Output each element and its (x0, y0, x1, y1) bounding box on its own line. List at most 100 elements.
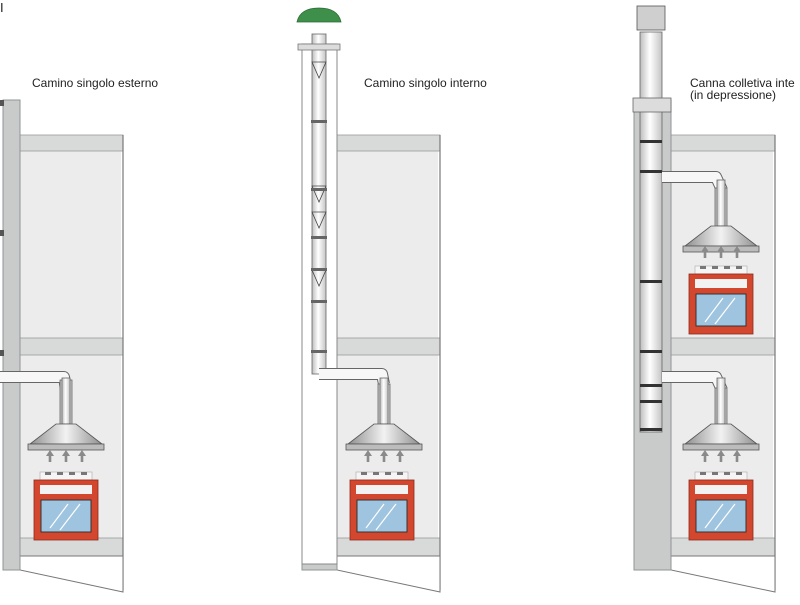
floor-slab (336, 134, 441, 152)
pipe-joint (640, 400, 662, 403)
glass-glare (704, 297, 724, 323)
section-cut (670, 555, 776, 593)
burner-icon (712, 266, 718, 269)
arrow-up-icon (380, 450, 388, 456)
arrow-stem (48, 456, 52, 462)
arrow-up-icon (46, 450, 54, 456)
wall-bracket (0, 100, 4, 106)
arrow-up-icon (701, 450, 709, 456)
pipe-joint (640, 350, 662, 353)
arrow-stem (382, 456, 386, 462)
burner-icon (712, 472, 718, 475)
burner-icon (736, 472, 742, 475)
glass-glare (375, 503, 397, 531)
pipe-joint (640, 428, 662, 431)
arrow-stem (64, 456, 68, 462)
oven-handle-panel (40, 485, 92, 494)
burner-icon (361, 472, 367, 475)
oven-handle-panel (695, 485, 747, 494)
glass-glare (714, 503, 736, 531)
arrow-stem (735, 252, 739, 258)
glass-glare (59, 503, 81, 531)
panel-title-collective-line2: (in depressione) (690, 88, 777, 102)
floor-slab (670, 134, 776, 152)
room-upper (20, 150, 121, 338)
burner-icon (45, 472, 51, 475)
oven-window (695, 499, 747, 533)
arrow-stem (703, 252, 707, 258)
oven (688, 471, 754, 541)
pipe-joint (640, 280, 662, 283)
floor-slab (19, 134, 124, 152)
burner-icon (81, 472, 87, 475)
panel-title-collective-line1: Canna colletiva inte (690, 76, 795, 90)
chimney-cap (296, 7, 342, 23)
flue-pipe (311, 33, 327, 375)
hood-duct (716, 377, 726, 425)
burner-icon (373, 472, 379, 475)
arrow-up-icon (701, 246, 709, 252)
smoke-arrows (364, 450, 404, 462)
hood-duct (716, 179, 726, 227)
arrow-stem (735, 456, 739, 462)
hood-duct (379, 377, 389, 425)
arrow-up-icon (364, 450, 372, 456)
pipe-joint (311, 120, 327, 123)
floor-slab (19, 337, 124, 356)
arrow-up-icon (78, 450, 86, 456)
oven-handle-panel (356, 485, 408, 494)
range-hood (345, 377, 423, 451)
oven-window (695, 293, 747, 327)
pipe-joint (311, 268, 327, 271)
oven (33, 471, 99, 541)
hood-rim (682, 443, 760, 451)
pipe-support (311, 185, 327, 203)
glass-glare (714, 297, 736, 325)
arrow-stem (719, 252, 723, 258)
pipe-support (311, 61, 327, 79)
floor-slab (336, 537, 441, 557)
arrow-up-icon (396, 450, 404, 456)
hood-rim (27, 443, 105, 451)
section-cut (19, 555, 124, 593)
room-upper (337, 150, 438, 338)
chimney-flashing (297, 43, 341, 51)
pipe-joint (640, 140, 662, 143)
range-hood (27, 377, 105, 451)
arrow-stem (703, 456, 707, 462)
oven (349, 471, 415, 541)
wall-bracket (0, 230, 4, 236)
glass-glare (704, 503, 724, 529)
arrow-up-icon (62, 450, 70, 456)
pipe-joint (311, 236, 327, 239)
glass-glare (49, 503, 69, 529)
pipe-joint (640, 384, 662, 387)
wall (2, 99, 21, 571)
burner-icon (700, 472, 706, 475)
burner-icon (736, 266, 742, 269)
floor-slab (19, 537, 124, 557)
hood-rim (345, 443, 423, 451)
pipe-joint (640, 170, 662, 173)
pipe-joint (311, 188, 327, 191)
corner-mark: I (0, 0, 4, 15)
panel-title-internal: Camino singolo interno (364, 76, 487, 90)
collective-flue (639, 31, 663, 433)
floor-slab (336, 337, 441, 356)
section-cut (336, 555, 441, 593)
panel-title-external: Camino singolo esterno (32, 76, 159, 90)
floor-slab (670, 537, 776, 557)
oven-window (356, 499, 408, 533)
pipe-support (311, 211, 327, 229)
chimney-cap (636, 5, 666, 31)
arrow-stem (366, 456, 370, 462)
burner-icon (57, 472, 63, 475)
burner-icon (69, 472, 75, 475)
flue-collar (632, 97, 672, 113)
smoke-arrows (701, 246, 741, 258)
arrow-up-icon (717, 450, 725, 456)
oven-handle-panel (695, 279, 747, 288)
oven (688, 265, 754, 335)
